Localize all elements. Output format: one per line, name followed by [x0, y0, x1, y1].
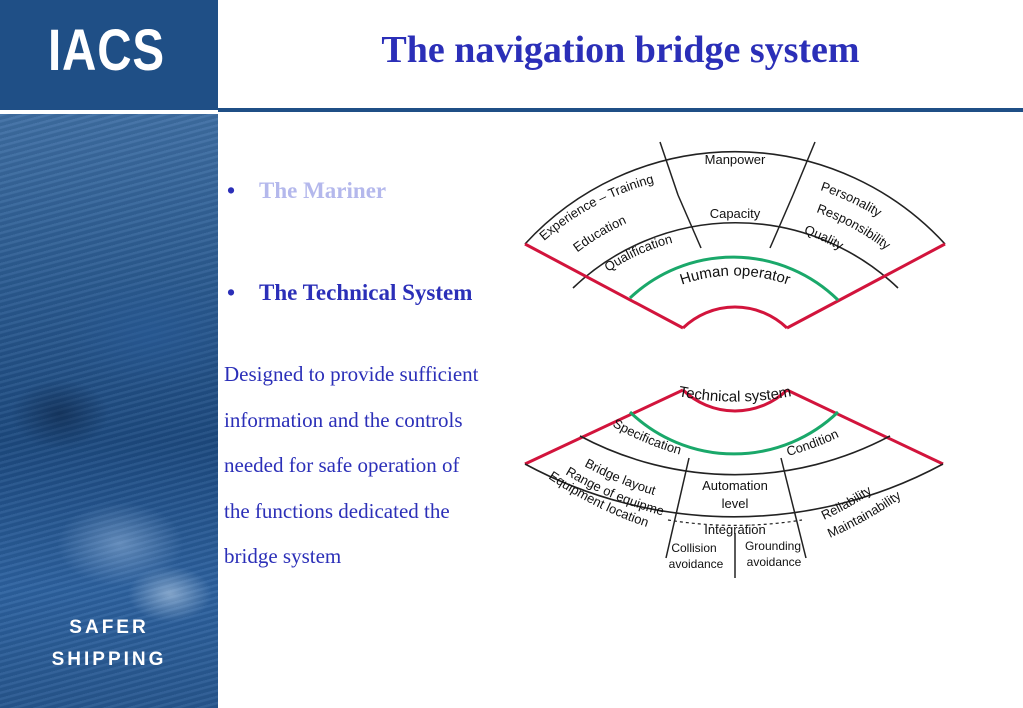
label-specification: Specification: [611, 416, 684, 458]
divider: [769, 194, 794, 249]
tagline-line-2: SHIPPING: [51, 649, 167, 670]
bullet-dot-icon: •: [227, 178, 236, 203]
bullet-text: The Mariner: [259, 178, 387, 203]
description-text: Designed to provide sufficient informati…: [224, 362, 479, 568]
label-collision: Collision: [671, 541, 716, 555]
fan-outer-arc: [524, 150, 946, 245]
fan-green-arc: [628, 255, 840, 302]
fan-green-arc: [628, 410, 840, 456]
fan-outer-arc: [524, 463, 944, 518]
sea-background-image: [0, 114, 218, 708]
divider: [659, 141, 679, 196]
fan-integration-dashed-arc: [667, 519, 803, 526]
label-human-operator: Human operator: [678, 263, 793, 289]
divider: [677, 194, 702, 249]
fan-inner-red-arc: [681, 388, 789, 413]
fan-inner-red-arc: [681, 305, 789, 330]
title-divider: [218, 108, 1023, 112]
slide-title: The navigation bridge system: [381, 29, 860, 71]
fan-right-edge: [786, 388, 944, 466]
label-manpower: Manpower: [705, 152, 766, 167]
logo-band: IACS: [0, 0, 218, 110]
label-qualification: Qualification: [601, 231, 673, 274]
fan-middle-arc: [572, 222, 899, 289]
bridge-system-diagram: Experience – Training Education Manpower…: [488, 120, 946, 578]
label-technical-system: Technical system: [677, 383, 792, 405]
label-grounding-avoidance: avoidance: [747, 555, 802, 569]
label-capacity: Capacity: [710, 206, 761, 221]
fan-middle-arc: [579, 435, 891, 476]
divider: [780, 457, 807, 559]
label-quality: Quality: [802, 222, 846, 253]
tagline: SAFER SHIPPING: [0, 612, 218, 676]
fan-left-edge: [524, 242, 684, 330]
divider: [665, 457, 690, 559]
tagline-line-1: SAFER: [69, 617, 149, 638]
label-integration: Integration: [704, 522, 765, 537]
label-level: level: [722, 496, 749, 511]
bullet-text: The Technical System: [259, 280, 473, 305]
sidebar: IACS SAFER SHIPPING: [0, 0, 218, 708]
label-collision-avoidance: avoidance: [669, 557, 724, 571]
human-operator-fan: Experience – Training Education Manpower…: [524, 141, 946, 330]
label-automation: Automation: [702, 478, 768, 493]
fan-left-edge: [524, 388, 684, 466]
label-grounding: Grounding: [745, 539, 801, 553]
iacs-logo: IACS: [48, 18, 165, 83]
fan-right-edge: [786, 242, 946, 330]
bullet-dot-icon: •: [227, 280, 236, 305]
divider: [792, 141, 816, 196]
